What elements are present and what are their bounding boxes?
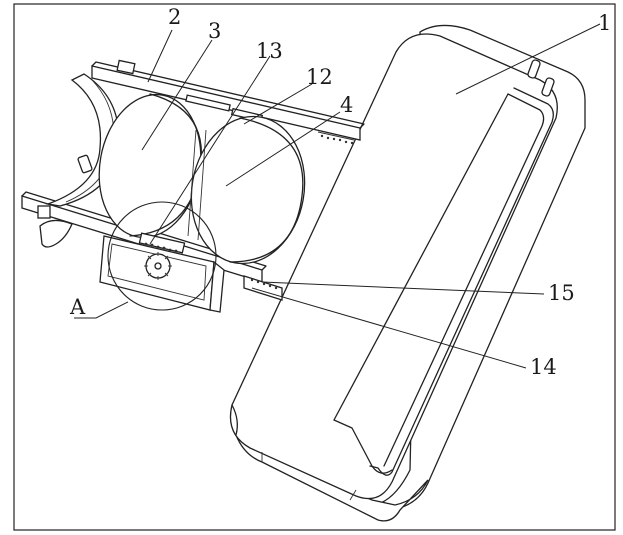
label-1: 1 <box>598 11 611 35</box>
label-4: 4 <box>340 93 353 117</box>
label-2: 2 <box>168 5 181 29</box>
upper-rail-part-2 <box>91 59 365 145</box>
label-A: A <box>69 295 86 319</box>
label-14: 14 <box>530 355 557 379</box>
label-13: 13 <box>256 39 283 63</box>
label-15: 15 <box>548 281 575 305</box>
housing-part-1 <box>229 24 586 522</box>
gear-box <box>99 201 225 313</box>
label-12: 12 <box>306 65 333 89</box>
figure-border <box>13 3 616 531</box>
roller-part-4 <box>187 115 306 265</box>
leader-lines <box>74 23 601 369</box>
label-3: 3 <box>208 19 221 43</box>
